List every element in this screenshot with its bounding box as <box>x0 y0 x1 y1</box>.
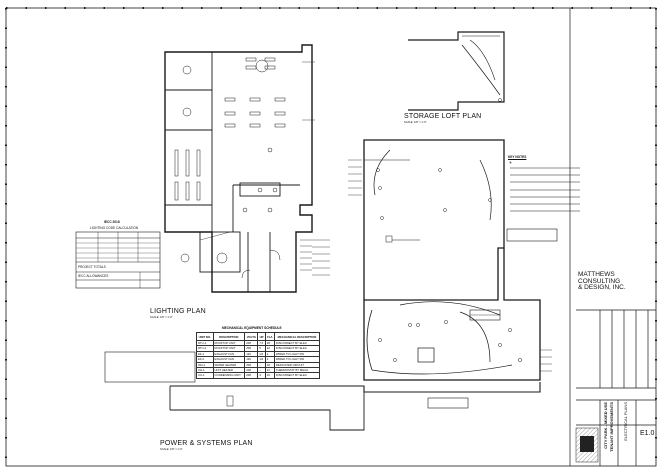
sheet-number: E1.0 <box>640 430 655 437</box>
table-cell: 12 <box>264 366 275 374</box>
storage-loft-plan-scale: SCALE: 1/8" = 1'-0" <box>404 121 427 124</box>
mech-header: UNIT NO. <box>196 332 214 341</box>
table-cell: 208 <box>244 372 259 379</box>
table-cell: 16 <box>264 372 275 379</box>
iecc-table <box>75 231 161 289</box>
lighting-plan-title: LIGHTING PLAN <box>150 308 206 315</box>
title-block <box>569 8 656 466</box>
table-cell: 3 <box>257 372 266 379</box>
power-systems-plan <box>169 239 552 431</box>
table-cell: 7.5 <box>257 339 266 347</box>
project-name-line2: TENANT IMPROVEMENTS <box>609 402 614 452</box>
table-cell: 1/4 <box>257 350 266 358</box>
storage-loft-plan-title: STORAGE LOFT PLAN <box>404 113 482 120</box>
lighting-plan-scale: SCALE: 1/8" = 1'-0" <box>150 316 173 319</box>
iecc-title: IECC 2018 <box>104 220 120 224</box>
firm-name-line: MATTHEWS <box>578 271 615 278</box>
storage-loft-plan <box>408 31 505 111</box>
firm-name: MATTHEWS CONSULTING & DESIGN, INC. <box>578 271 626 292</box>
iecc-subtitle: LIGHTING CODE CALCULATION <box>90 226 139 230</box>
table-cell: THERMOSTAT BY MECH <box>273 366 321 374</box>
mech-header: FLA <box>264 332 275 341</box>
table-cell: CU-1 <box>196 372 214 379</box>
general-notes-box <box>104 351 196 383</box>
sheet-border <box>5 7 657 467</box>
firm-name-line: & DESIGN, INC. <box>578 284 626 291</box>
mech-header: HP <box>257 332 266 341</box>
mech-schedule-table: UNIT NO. DESCRIPTION VOLTS HP FLA MECHAN… <box>196 332 321 379</box>
key-notes-title: KEY NOTES <box>508 155 527 159</box>
table-cell: 28 <box>264 339 275 347</box>
table-cell: 1/4 <box>257 356 266 363</box>
project-name-line1: CITY PARK - MIXED USE <box>603 402 608 449</box>
table-cell: 18 <box>264 361 275 369</box>
table-cell: DISCONNECT BY ELEC <box>273 372 321 379</box>
table-cell: WIRED TO LIGHT SW <box>273 350 321 358</box>
key-notes-block <box>506 161 580 242</box>
iecc-project-totals: PROJECT TOTALS <box>78 265 106 269</box>
table-cell: CONDENSING UNIT <box>212 372 246 379</box>
table-cell: 22 <box>264 345 275 352</box>
power-systems-plan-scale: SCALE: 1/8" = 1'-0" <box>160 448 183 451</box>
mech-header: VOLTS <box>244 332 259 341</box>
table-cell: DISCONNECT BY ELEC <box>273 345 321 352</box>
mech-header: MECHANICAL DESCRIPTION <box>273 332 321 341</box>
power-systems-plan-title: POWER & SYSTEMS PLAN <box>160 440 253 447</box>
table-cell: DISCONNECT BY ELEC <box>273 339 321 347</box>
mech-schedule-header-row: UNIT NO. DESCRIPTION VOLTS HP FLA MECHAN… <box>196 332 321 341</box>
firm-name-line: CONSULTING <box>578 277 621 285</box>
upper-right-floor-plan <box>348 139 505 301</box>
lighting-plan <box>164 44 315 293</box>
mech-header: DESCRIPTION <box>212 332 246 341</box>
table-cell: WIRED TO LIGHT SW <box>273 356 321 363</box>
table-cell: DEDICATED CIRCUIT <box>273 361 321 369</box>
iecc-allowances: IECC ALLOWANCES <box>78 274 109 278</box>
mech-schedule-title: MECHANICAL EQUIPMENT SCHEDULE <box>222 326 282 330</box>
sheet-name: ELECTRICAL PLANS <box>623 402 628 441</box>
